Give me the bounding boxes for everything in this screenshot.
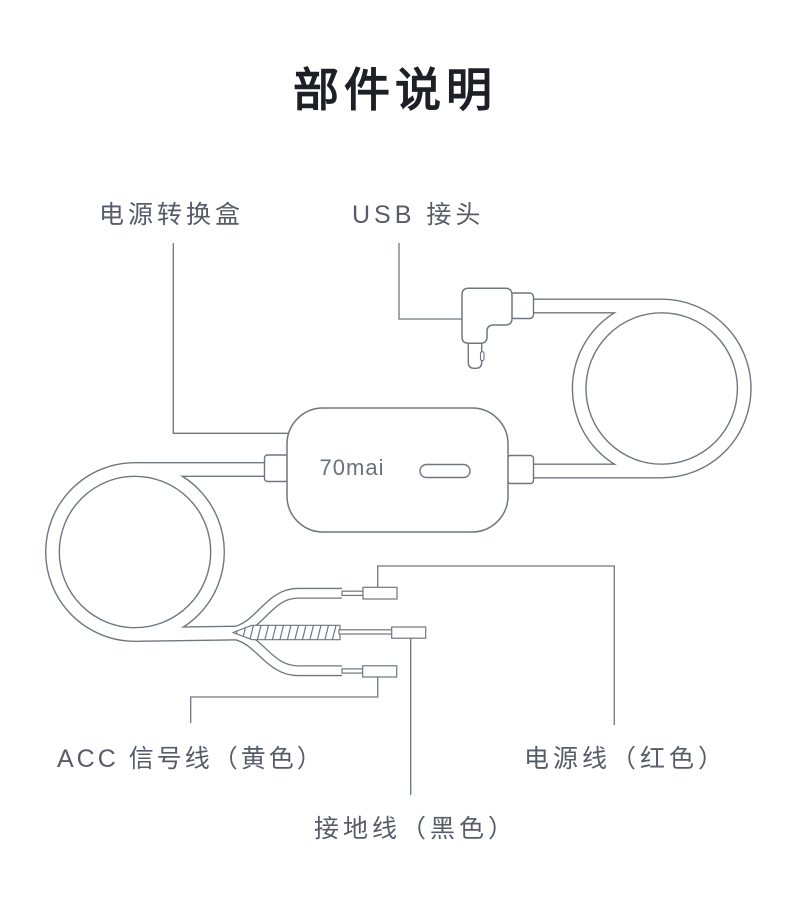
callout-line-acc-wire [190, 677, 379, 723]
yellow-wire-terminal [362, 665, 398, 678]
usb-plug-stub [509, 292, 535, 320]
callout-line-usb [398, 243, 462, 320]
usb-tip-notch [479, 351, 485, 362]
usb-plug [461, 287, 513, 369]
label-usb-connector: USB 接头 [352, 201, 485, 229]
wire-terminals [338, 586, 427, 678]
cable-cores [46, 299, 751, 675]
ground-wire-lead [338, 629, 394, 635]
callout-line-power-wire [377, 565, 615, 725]
red-wire-terminal [362, 586, 398, 600]
yellow-wire-lead [341, 668, 365, 674]
callout-lines [172, 243, 615, 795]
box-right-stub [506, 454, 535, 485]
ground-wire-terminal [391, 626, 427, 639]
usb-plug-body [461, 287, 513, 345]
callout-line-power-box [172, 243, 290, 434]
box-left-stub [263, 454, 289, 483]
label-power-wire: 电源线（红色） [524, 745, 728, 773]
power-conversion-box: 70mai [286, 407, 509, 533]
brand-logo: 70mai [320, 455, 385, 480]
label-acc-signal-wire: ACC 信号线（黄色） [57, 745, 325, 773]
braided-sheath [232, 624, 341, 641]
label-power-box: 电源转换盒 [99, 201, 245, 229]
usb-metal-tip [467, 339, 483, 369]
label-ground-wire: 接地线（黑色） [314, 815, 518, 843]
red-wire-lead [341, 590, 365, 597]
box-indicator-slot [419, 463, 471, 479]
page-title: 部件说明 [293, 64, 497, 116]
